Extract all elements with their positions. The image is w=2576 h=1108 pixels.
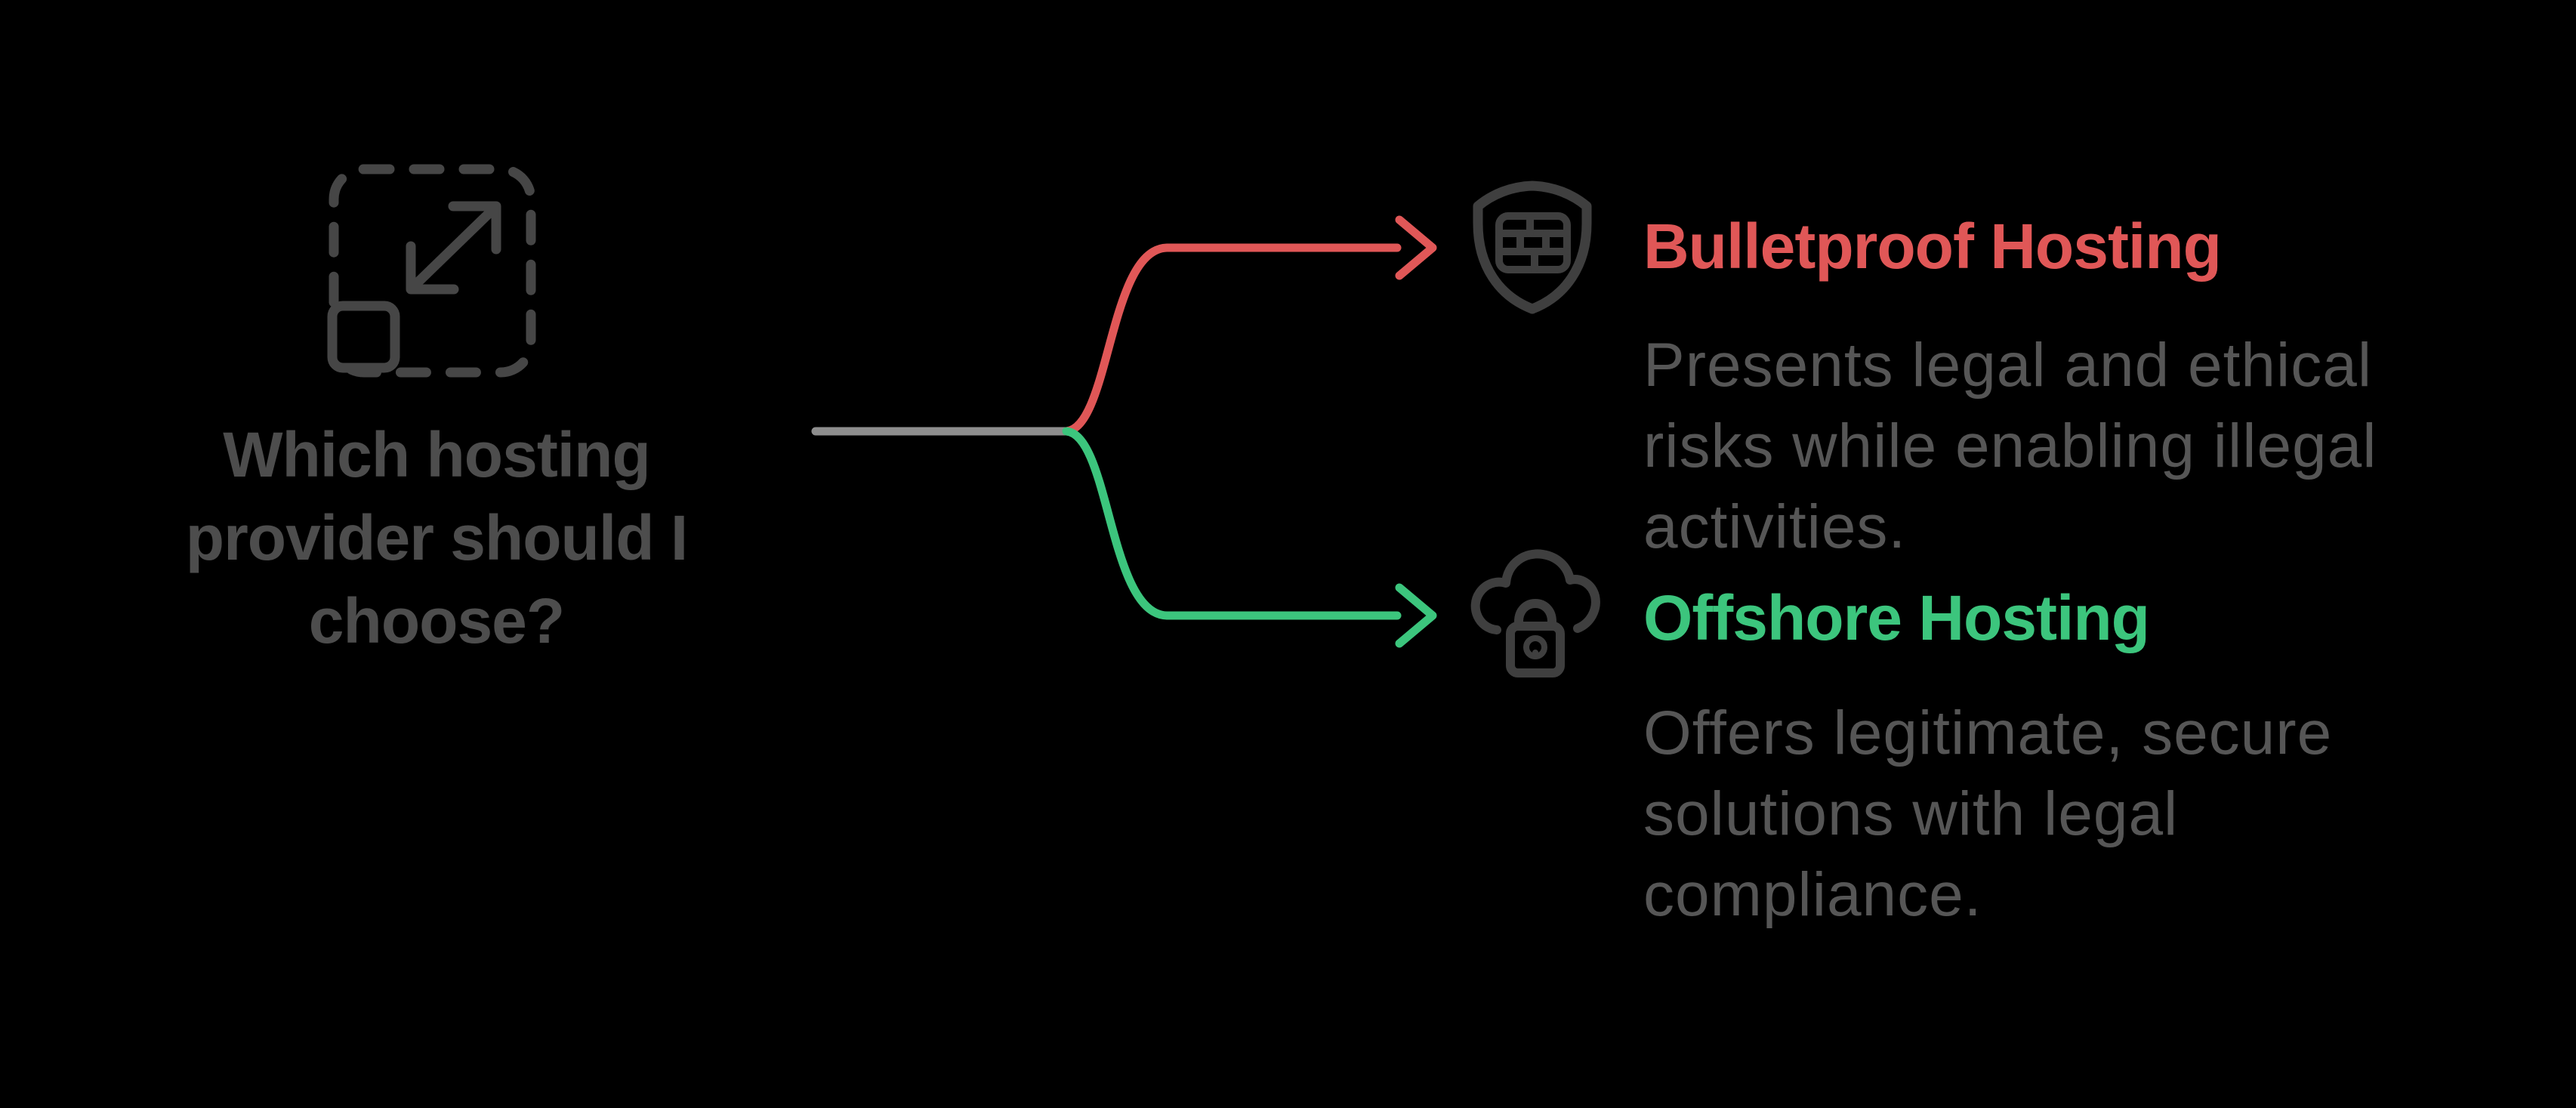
diagonal-arrow-line (411, 207, 495, 289)
cloud-lock-icon (1470, 549, 1600, 677)
cloud-outline (1470, 549, 1600, 634)
description-line: risks while enabling illegal (1643, 412, 2377, 480)
description-line: Presents legal and ethical (1643, 331, 2373, 400)
expand-resize-icon (327, 164, 536, 378)
green-branch (1062, 427, 1437, 648)
brick-wall (1495, 212, 1571, 273)
question-text: Which hosting provider should I choose? (97, 413, 776, 662)
lock-shackle (1514, 599, 1556, 631)
branch-description-bulletproof: Presents legal and ethical risks while e… (1643, 325, 2377, 567)
arrowhead-bottom-left (406, 241, 459, 295)
red-branch-line (1062, 243, 1402, 436)
branch-title-bulletproof: Bulletproof Hosting (1643, 211, 2222, 282)
question-line: Which hosting (223, 419, 651, 490)
branch-description-offshore: Offers legitimate, secure solutions with… (1643, 693, 2332, 935)
description-line: compliance. (1643, 860, 1982, 929)
green-arrowhead-icon (1395, 583, 1437, 648)
red-arrowhead-icon (1395, 215, 1437, 280)
green-branch-line (1062, 427, 1402, 620)
description-line: activities. (1643, 492, 1907, 561)
shield-outline (1473, 181, 1592, 314)
description-line: Offers legitimate, secure (1643, 699, 2333, 767)
arrowhead-top-right (448, 201, 501, 255)
small-square (327, 301, 400, 373)
shield-firewall-icon (1473, 181, 1592, 314)
branch-title-offshore: Offshore Hosting (1643, 582, 2150, 653)
question-line: choose? (308, 585, 565, 656)
red-branch (1062, 215, 1437, 436)
dashed-frame (329, 164, 536, 378)
description-line: solutions with legal (1643, 779, 2179, 848)
question-line: provider should I (185, 502, 688, 573)
